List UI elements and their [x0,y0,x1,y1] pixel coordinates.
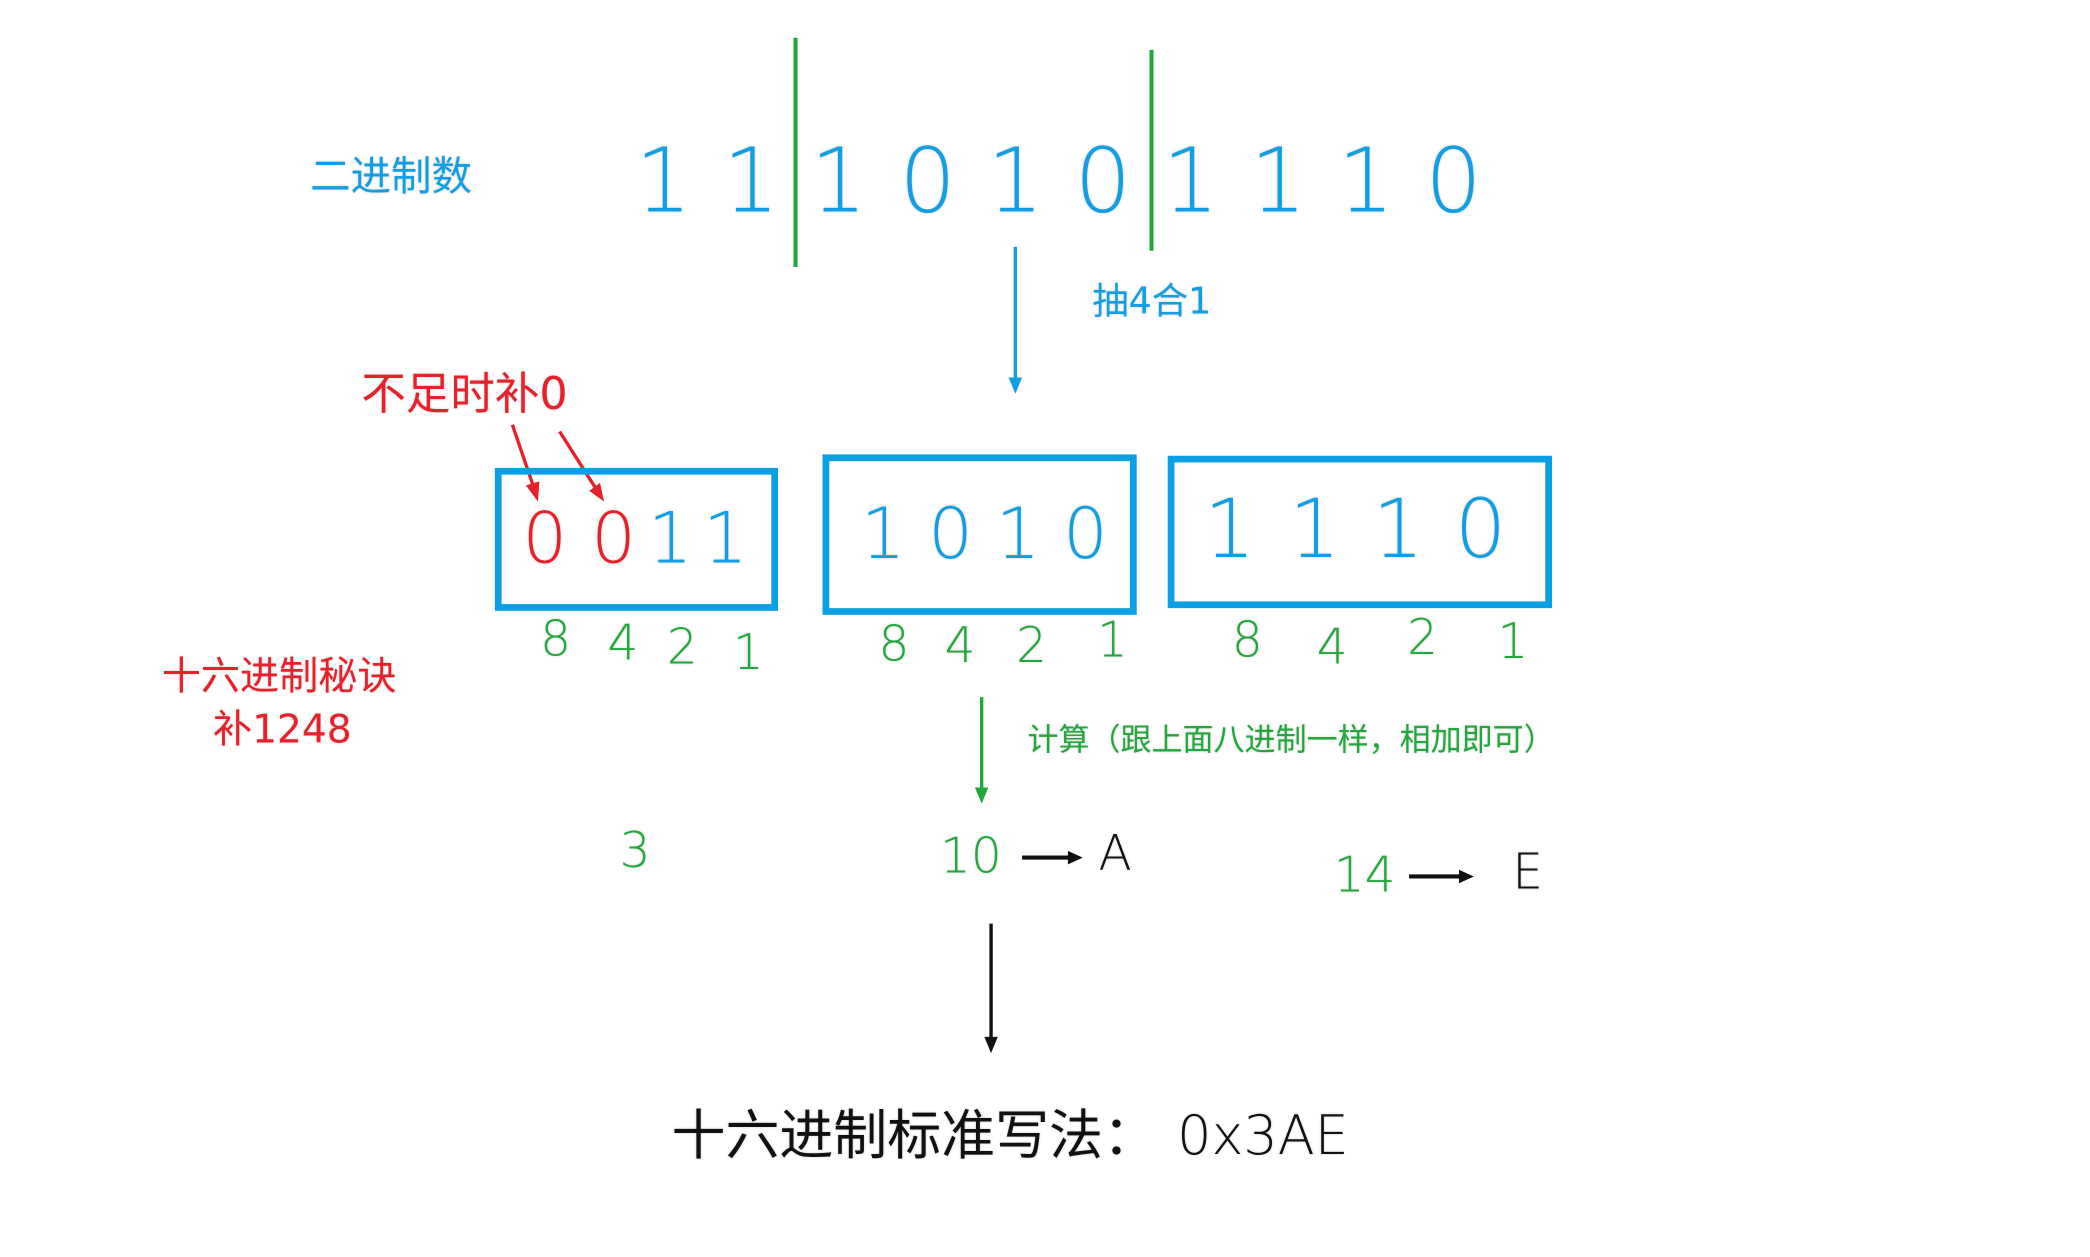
bit: 1 [995,494,1041,576]
bit: 1 [703,498,748,580]
binary-digit: 0 [899,129,957,234]
hex-digit: E [1512,845,1544,901]
bit: 1 [860,494,906,576]
hex-digit: A [1098,826,1132,882]
bit: 1 [1288,482,1341,578]
binary-digit: 1 [722,129,780,234]
binary-digit: 1 [810,129,868,234]
binary-digit: 1 [635,129,692,234]
padded-bit: 0 [522,498,568,580]
weight: 1 [1497,614,1529,671]
weight: 2 [1016,618,1047,675]
bit: 0 [928,494,973,576]
binary-digit: 0 [1425,129,1482,234]
weight: 8 [1231,613,1263,669]
weight: 1 [732,625,764,681]
secret-body: 补1248 [213,705,352,752]
red-arrow [510,424,540,502]
weight: 8 [878,617,910,673]
nibble-box [822,454,1137,615]
weight: 2 [1407,610,1439,667]
pad-note: 不足时补0 [361,367,568,421]
weight: 4 [607,616,639,672]
binary-digit: 1 [987,129,1044,234]
blue-arrow [1008,246,1023,394]
padded-bit: 0 [591,498,636,580]
binary-digit: 1 [1337,129,1395,234]
calc-note: 计算（跟上面八进制一样，相加即可） [1027,723,1555,759]
bit: 1 [647,498,693,580]
black-arrow [984,923,998,1054]
nibble-box [494,467,779,611]
bit: 1 [1203,482,1256,578]
group-value: 3 [619,823,651,880]
group-label: 抽4合1 [1092,281,1212,323]
binary-digit: 1 [1162,129,1219,234]
red-arrow [558,430,605,502]
binary-digit: 0 [1074,129,1132,234]
bit: 0 [1454,482,1507,578]
weight: 2 [666,620,698,676]
result-label: 十六进制标准写法： [671,1105,1157,1168]
green-arrow [974,697,989,804]
result-value: 0x3AE [1177,1105,1349,1168]
nibble-box [1167,455,1553,609]
secret-title: 十六进制秘诀 [161,653,397,700]
weight: 4 [1316,620,1348,676]
bit: 1 [1372,482,1425,578]
weight: 1 [1096,613,1128,669]
bit: 0 [1063,494,1108,576]
binary-digit: 1 [1249,129,1307,234]
weight: 8 [540,612,571,668]
group-value: 14 [1333,848,1396,904]
weight: 4 [944,618,976,675]
arrow-right [1409,869,1474,884]
arrow-right [1022,850,1083,865]
group-value: 10 [939,829,1002,885]
binary-label: 二进制数 [310,153,472,201]
